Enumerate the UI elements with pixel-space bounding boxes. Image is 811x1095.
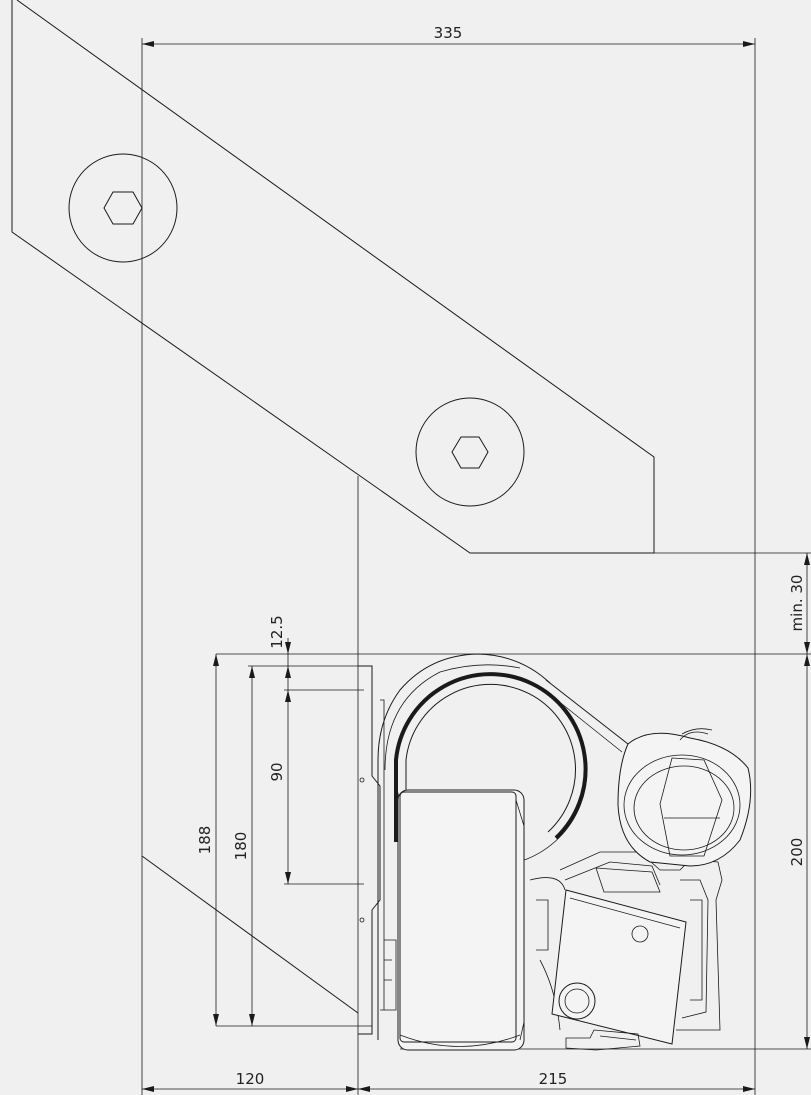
dim-label-215: 215: [539, 1070, 568, 1088]
dim-label-12-5: 12.5: [268, 615, 286, 648]
bolt-upper-left: [68, 153, 178, 263]
inclined-beam: [11, 0, 655, 1014]
dim-label-90: 90: [268, 762, 286, 781]
oval-reel: [617, 728, 752, 867]
dim-label-335: 335: [434, 24, 463, 42]
dim-label-120: 120: [236, 1070, 265, 1088]
right-mechanism: [529, 851, 723, 1051]
dimension-left: 188 180 90 12.5: [196, 615, 372, 1027]
dim-label-min30: min. 30: [788, 575, 806, 632]
dim-label-180: 180: [232, 832, 250, 861]
bolt-middle: [415, 397, 525, 507]
device: [358, 653, 752, 1051]
dim-label-188: 188: [196, 826, 214, 855]
dimension-335: 335: [141, 24, 756, 1095]
dim-label-200: 200: [788, 838, 806, 867]
dimension-120-215: 120 215: [142, 476, 755, 1095]
